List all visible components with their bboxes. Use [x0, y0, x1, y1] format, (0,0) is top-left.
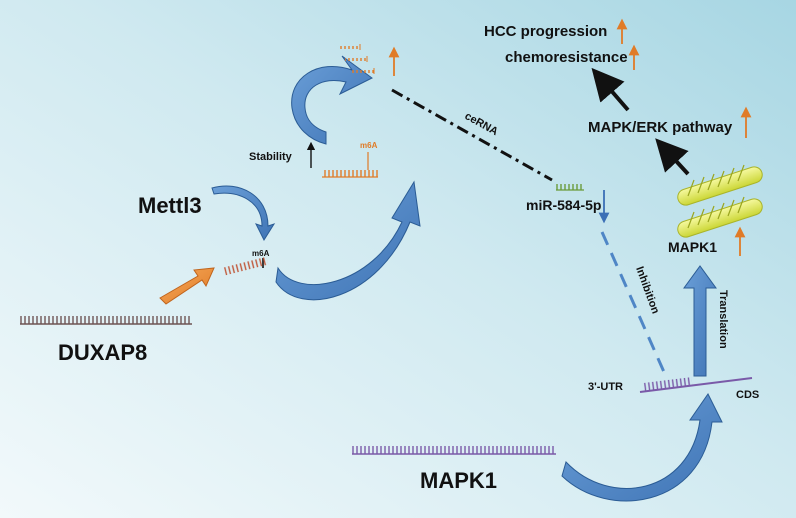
translation-label: Translation: [717, 290, 729, 349]
bottom-curved-arrow-icon: [561, 393, 723, 502]
hcc-progression-label: HCC progression: [484, 23, 607, 40]
mirna-strand: [556, 184, 584, 190]
mapk1-protein-label: MAPK1: [668, 239, 717, 255]
mapk1-mrna-label: MAPK1: [420, 468, 497, 493]
m6a-label: m6A: [252, 249, 270, 258]
cycle-curved-arrow-icon: [291, 55, 373, 145]
translation-arrow-icon: [683, 265, 717, 377]
cerna-line: [391, 88, 553, 182]
stacked-transcripts: [338, 44, 375, 74]
mapk1-mrna-bound: [639, 377, 753, 393]
mir-label: miR-584-5p: [526, 197, 601, 213]
mettl3-label: Mettl3: [138, 193, 202, 218]
duxap8-label: DUXAP8: [58, 340, 147, 365]
m6a-mid-label: m6A: [360, 141, 378, 150]
cds-label: CDS: [736, 389, 759, 401]
duxap8-rna: [20, 316, 192, 324]
inhibition-line: [600, 231, 666, 373]
protein-to-pathway-arrow: [655, 138, 690, 176]
utr-label: 3'-UTR: [588, 381, 623, 393]
orange-arrow-icon: [159, 267, 215, 305]
mettl3-curved-arrow-icon: [211, 185, 276, 242]
pathway-to-hcc-arrow: [591, 67, 630, 112]
utr-binding-site: [643, 377, 693, 391]
chemoresistance-label: chemoresistance: [505, 49, 628, 66]
helix-protein-icon: [677, 164, 763, 238]
mapk1-mrna: [352, 446, 556, 454]
stability-label: Stability: [249, 151, 293, 163]
m6a-transcript-mid: [322, 170, 378, 177]
big-curved-arrow-icon: [275, 180, 421, 301]
m6a-modified-rna: [223, 256, 269, 276]
mapk-erk-pathway-label: MAPK/ERK pathway: [588, 119, 733, 136]
